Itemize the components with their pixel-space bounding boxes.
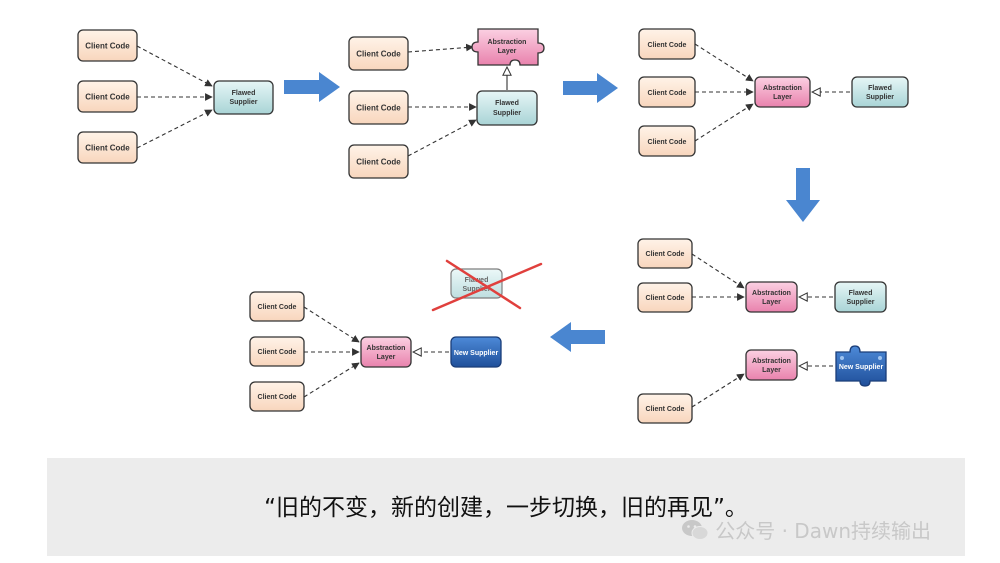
stage-4: Client Code Client Code Abstraction Laye… [637, 238, 887, 424]
flow-arrow-right-icon [284, 72, 340, 102]
new-supplier-box: New Supplier [450, 336, 502, 368]
flow-arrow-left-icon [550, 322, 605, 352]
flow-arrow-down-icon [786, 168, 820, 222]
client-code-label: Client Code [85, 42, 130, 51]
client-code-box: Client Code [249, 291, 305, 322]
client-code-box: Client Code [348, 90, 409, 125]
supplier-label: Supplier [493, 110, 521, 117]
layer-label: Layer [762, 299, 781, 306]
watermark-text: 公众号 · Dawn持续输出 [715, 519, 931, 543]
client-code-box: Client Code [348, 144, 409, 179]
new-supplier-label: New Supplier [839, 364, 884, 371]
client-code-box: Client Code [637, 393, 693, 424]
client-code-label: Client Code [646, 295, 685, 302]
abstraction-layer-box: Abstraction Layer [745, 281, 798, 313]
watermark: 公众号 · Dawn持续输出 [681, 515, 931, 544]
flawed-supplier-box: Flawed Supplier [213, 80, 274, 115]
client-code-label: Client Code [258, 304, 297, 311]
flawed-label: Flawed [849, 290, 873, 297]
client-code-box: Client Code [77, 80, 138, 113]
client-code-label: Client Code [85, 93, 130, 102]
caption-band: “旧的不变，新的创建，一步切换，旧的再见”。 公众号 · Dawn持续输出 [47, 458, 965, 556]
red-cross-icon [431, 259, 543, 312]
new-supplier-label: New Supplier [454, 350, 499, 357]
client-code-label: Client Code [258, 349, 297, 356]
abstraction-label: Abstraction [752, 290, 791, 297]
abstraction-label: Abstraction [752, 358, 791, 365]
client-code-box: Client Code [637, 238, 693, 269]
wechat-icon [682, 519, 709, 540]
client-code-box: Client Code [77, 29, 138, 62]
layer-label: Layer [377, 354, 396, 361]
layer-label: Layer [498, 48, 517, 55]
caption-text: “旧的不变，新的创建，一步切换，旧的再见”。 [264, 495, 748, 521]
client-code-label: Client Code [85, 144, 130, 153]
abstraction-layer-box: Abstraction Layer [360, 336, 412, 368]
client-code-label: Client Code [356, 104, 401, 113]
client-code-box: Client Code [249, 381, 305, 412]
abstraction-label: Abstraction [488, 39, 527, 46]
supplier-label: Supplier [229, 99, 257, 106]
client-code-box: Client Code [77, 131, 138, 164]
flawed-supplier-box: Flawed Supplier [834, 281, 887, 313]
flawed-label: Flawed [495, 100, 519, 107]
client-code-label: Client Code [646, 251, 685, 258]
layer-label: Layer [762, 367, 781, 374]
client-code-label: Client Code [258, 394, 297, 401]
supplier-label: Supplier [462, 286, 490, 293]
stage-5: Flawed Supplier Client Code Client Code … [249, 259, 543, 412]
supplier-label: Supplier [846, 299, 874, 306]
refactoring-flow-diagram: Client Code Client Code Client Code Flaw… [77, 28, 909, 424]
client-code-box: Client Code [348, 36, 409, 71]
abstraction-label: Abstraction [763, 85, 802, 92]
client-code-box: Client Code [638, 28, 696, 60]
client-code-label: Client Code [648, 139, 687, 146]
abstraction-layer-puzzle-box: Abstraction Layer [471, 28, 545, 66]
client-code-label: Client Code [356, 50, 401, 59]
client-code-box: Client Code [638, 125, 696, 157]
abstraction-label: Abstraction [367, 345, 406, 352]
client-code-box: Client Code [637, 282, 693, 313]
client-code-label: Client Code [356, 158, 401, 167]
stage-3: Client Code Client Code Client Code Abst… [638, 28, 909, 157]
abstraction-layer-box: Abstraction Layer [745, 349, 798, 381]
flawed-label: Flawed [868, 85, 892, 92]
stage-2: Client Code Client Code Client Code Abst… [348, 28, 545, 179]
supplier-label: Supplier [866, 94, 894, 101]
stage-1: Client Code Client Code Client Code Flaw… [77, 29, 274, 164]
flawed-supplier-box: Flawed Supplier [476, 90, 538, 126]
new-supplier-puzzle-box: New Supplier [835, 345, 887, 387]
client-code-label: Client Code [646, 406, 685, 413]
flawed-supplier-box: Flawed Supplier [851, 76, 909, 108]
client-code-label: Client Code [648, 42, 687, 49]
client-code-box: Client Code [638, 76, 696, 108]
flow-arrow-right-icon [563, 73, 618, 103]
flawed-label: Flawed [232, 90, 256, 97]
abstraction-layer-box: Abstraction Layer [754, 76, 811, 108]
client-code-label: Client Code [648, 90, 687, 97]
layer-label: Layer [773, 94, 792, 101]
client-code-box: Client Code [249, 336, 305, 367]
